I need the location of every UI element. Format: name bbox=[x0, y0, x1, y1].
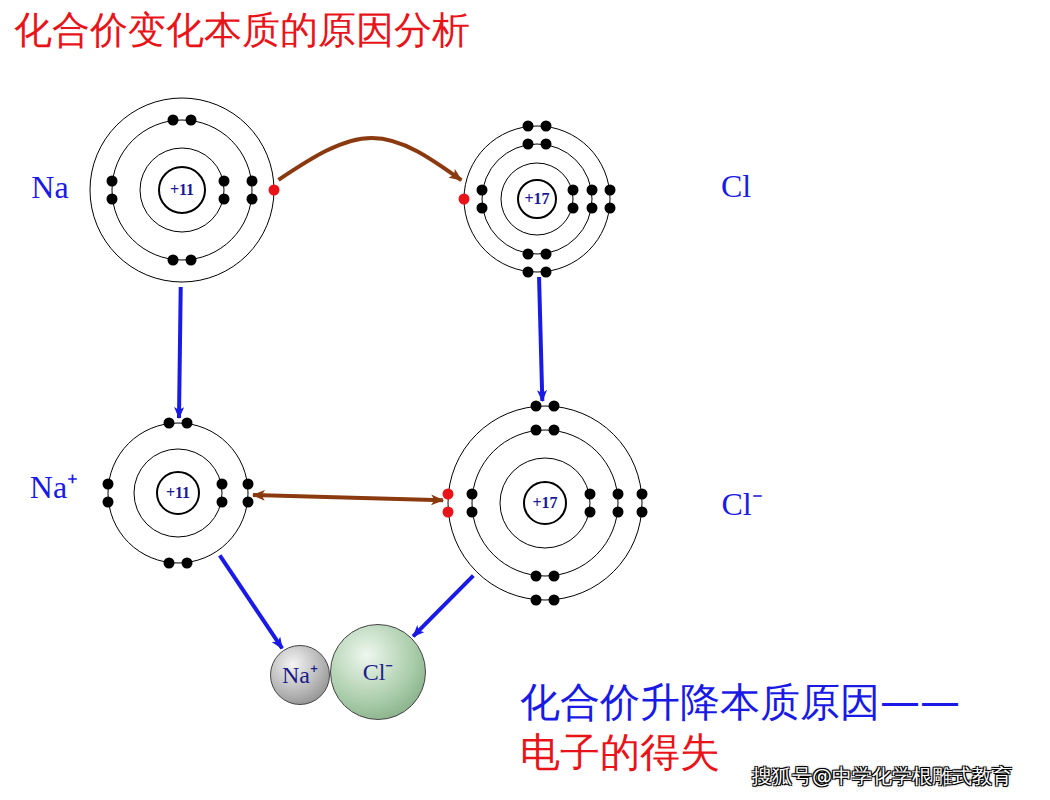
electron bbox=[585, 489, 596, 500]
electron bbox=[568, 203, 579, 214]
electron bbox=[217, 479, 228, 490]
connector-arrow bbox=[413, 576, 473, 637]
connector-arrow bbox=[179, 287, 181, 418]
electron bbox=[219, 176, 230, 187]
electron bbox=[103, 479, 114, 490]
electron bbox=[247, 194, 258, 205]
nucleus-circle: +17 bbox=[517, 179, 557, 219]
electron bbox=[541, 139, 552, 150]
electron-shell bbox=[448, 406, 642, 600]
electron bbox=[477, 203, 488, 214]
electron bbox=[243, 497, 254, 508]
electron bbox=[467, 507, 478, 518]
ion-sphere: Na⁺ bbox=[270, 645, 330, 705]
ion-symbol: Na⁺ bbox=[282, 662, 318, 688]
electron-shell bbox=[112, 120, 252, 260]
electron bbox=[549, 401, 560, 412]
nuclear-charge: +17 bbox=[532, 494, 557, 512]
electron bbox=[531, 401, 542, 412]
electron bbox=[164, 558, 175, 569]
electron bbox=[247, 176, 258, 187]
electron bbox=[531, 571, 542, 582]
electron bbox=[587, 185, 598, 196]
electron bbox=[168, 255, 179, 266]
electron bbox=[523, 121, 534, 132]
electron bbox=[182, 558, 193, 569]
electron bbox=[443, 507, 454, 518]
electron bbox=[541, 249, 552, 260]
electron bbox=[467, 489, 478, 500]
electron bbox=[568, 185, 579, 196]
electron bbox=[541, 267, 552, 278]
page-title: 化合价变化本质的原因分析 bbox=[14, 8, 470, 54]
electron-shell bbox=[134, 449, 222, 537]
electron bbox=[219, 194, 230, 205]
atom-shell-diagram: Cl⁻+17 bbox=[445, 403, 645, 603]
electron-shell bbox=[464, 126, 610, 272]
element-label: Na bbox=[31, 170, 68, 205]
electron bbox=[168, 115, 179, 126]
electron-shell bbox=[501, 163, 573, 235]
electron bbox=[549, 595, 560, 606]
nucleus-circle: +17 bbox=[523, 481, 567, 525]
electron bbox=[186, 115, 197, 126]
atom-shell-diagram: Na⁺+11 bbox=[105, 420, 251, 566]
electron-transfer-arrow bbox=[278, 138, 461, 180]
electron bbox=[103, 497, 114, 508]
electron-shell bbox=[482, 144, 592, 254]
electron-shell bbox=[472, 430, 618, 576]
nucleus-circle: +11 bbox=[156, 471, 200, 515]
nucleus-circle: +11 bbox=[158, 166, 206, 214]
caption-line: 电子的得失 bbox=[520, 728, 720, 776]
electron bbox=[243, 479, 254, 490]
electron bbox=[549, 425, 560, 436]
electron-shell bbox=[500, 458, 590, 548]
electron bbox=[605, 185, 616, 196]
electron bbox=[541, 121, 552, 132]
electron bbox=[523, 139, 534, 150]
connector-arrow bbox=[253, 495, 443, 500]
electron bbox=[107, 194, 118, 205]
electron-shell bbox=[90, 98, 274, 282]
nuclear-charge: +17 bbox=[524, 190, 549, 208]
electron bbox=[531, 425, 542, 436]
electron bbox=[269, 185, 280, 196]
electron bbox=[459, 194, 470, 205]
electron bbox=[637, 507, 648, 518]
ion-symbol: Cl⁻ bbox=[363, 659, 394, 685]
caption-line: 化合价升降本质原因—— bbox=[520, 678, 960, 726]
atom-shell-diagram: Na+11 bbox=[87, 95, 277, 285]
connector-arrow bbox=[220, 555, 282, 648]
element-label: Na⁺ bbox=[30, 470, 78, 505]
electron bbox=[164, 418, 175, 429]
watermark: 搜狐号@中学化学根雕式教育 bbox=[752, 764, 1012, 788]
electron bbox=[523, 267, 534, 278]
electron bbox=[613, 507, 624, 518]
electron bbox=[613, 489, 624, 500]
electron bbox=[523, 249, 534, 260]
nuclear-charge: +11 bbox=[170, 181, 194, 199]
electron-shell bbox=[140, 148, 224, 232]
electron bbox=[587, 203, 598, 214]
electron bbox=[605, 203, 616, 214]
electron bbox=[217, 497, 228, 508]
electron bbox=[443, 489, 454, 500]
element-label: Cl bbox=[721, 169, 751, 204]
atom-shell-diagram: Cl+17 bbox=[461, 123, 613, 275]
electron bbox=[186, 255, 197, 266]
electron bbox=[477, 185, 488, 196]
connector-arrow bbox=[539, 277, 542, 401]
nuclear-charge: +11 bbox=[166, 484, 190, 502]
electron bbox=[637, 489, 648, 500]
electron bbox=[107, 176, 118, 187]
electron bbox=[531, 595, 542, 606]
electron bbox=[549, 571, 560, 582]
ion-sphere: Cl⁻ bbox=[330, 624, 426, 720]
electron bbox=[182, 418, 193, 429]
element-label: Cl⁻ bbox=[721, 487, 762, 522]
electron-shell bbox=[108, 423, 248, 563]
electron bbox=[585, 507, 596, 518]
